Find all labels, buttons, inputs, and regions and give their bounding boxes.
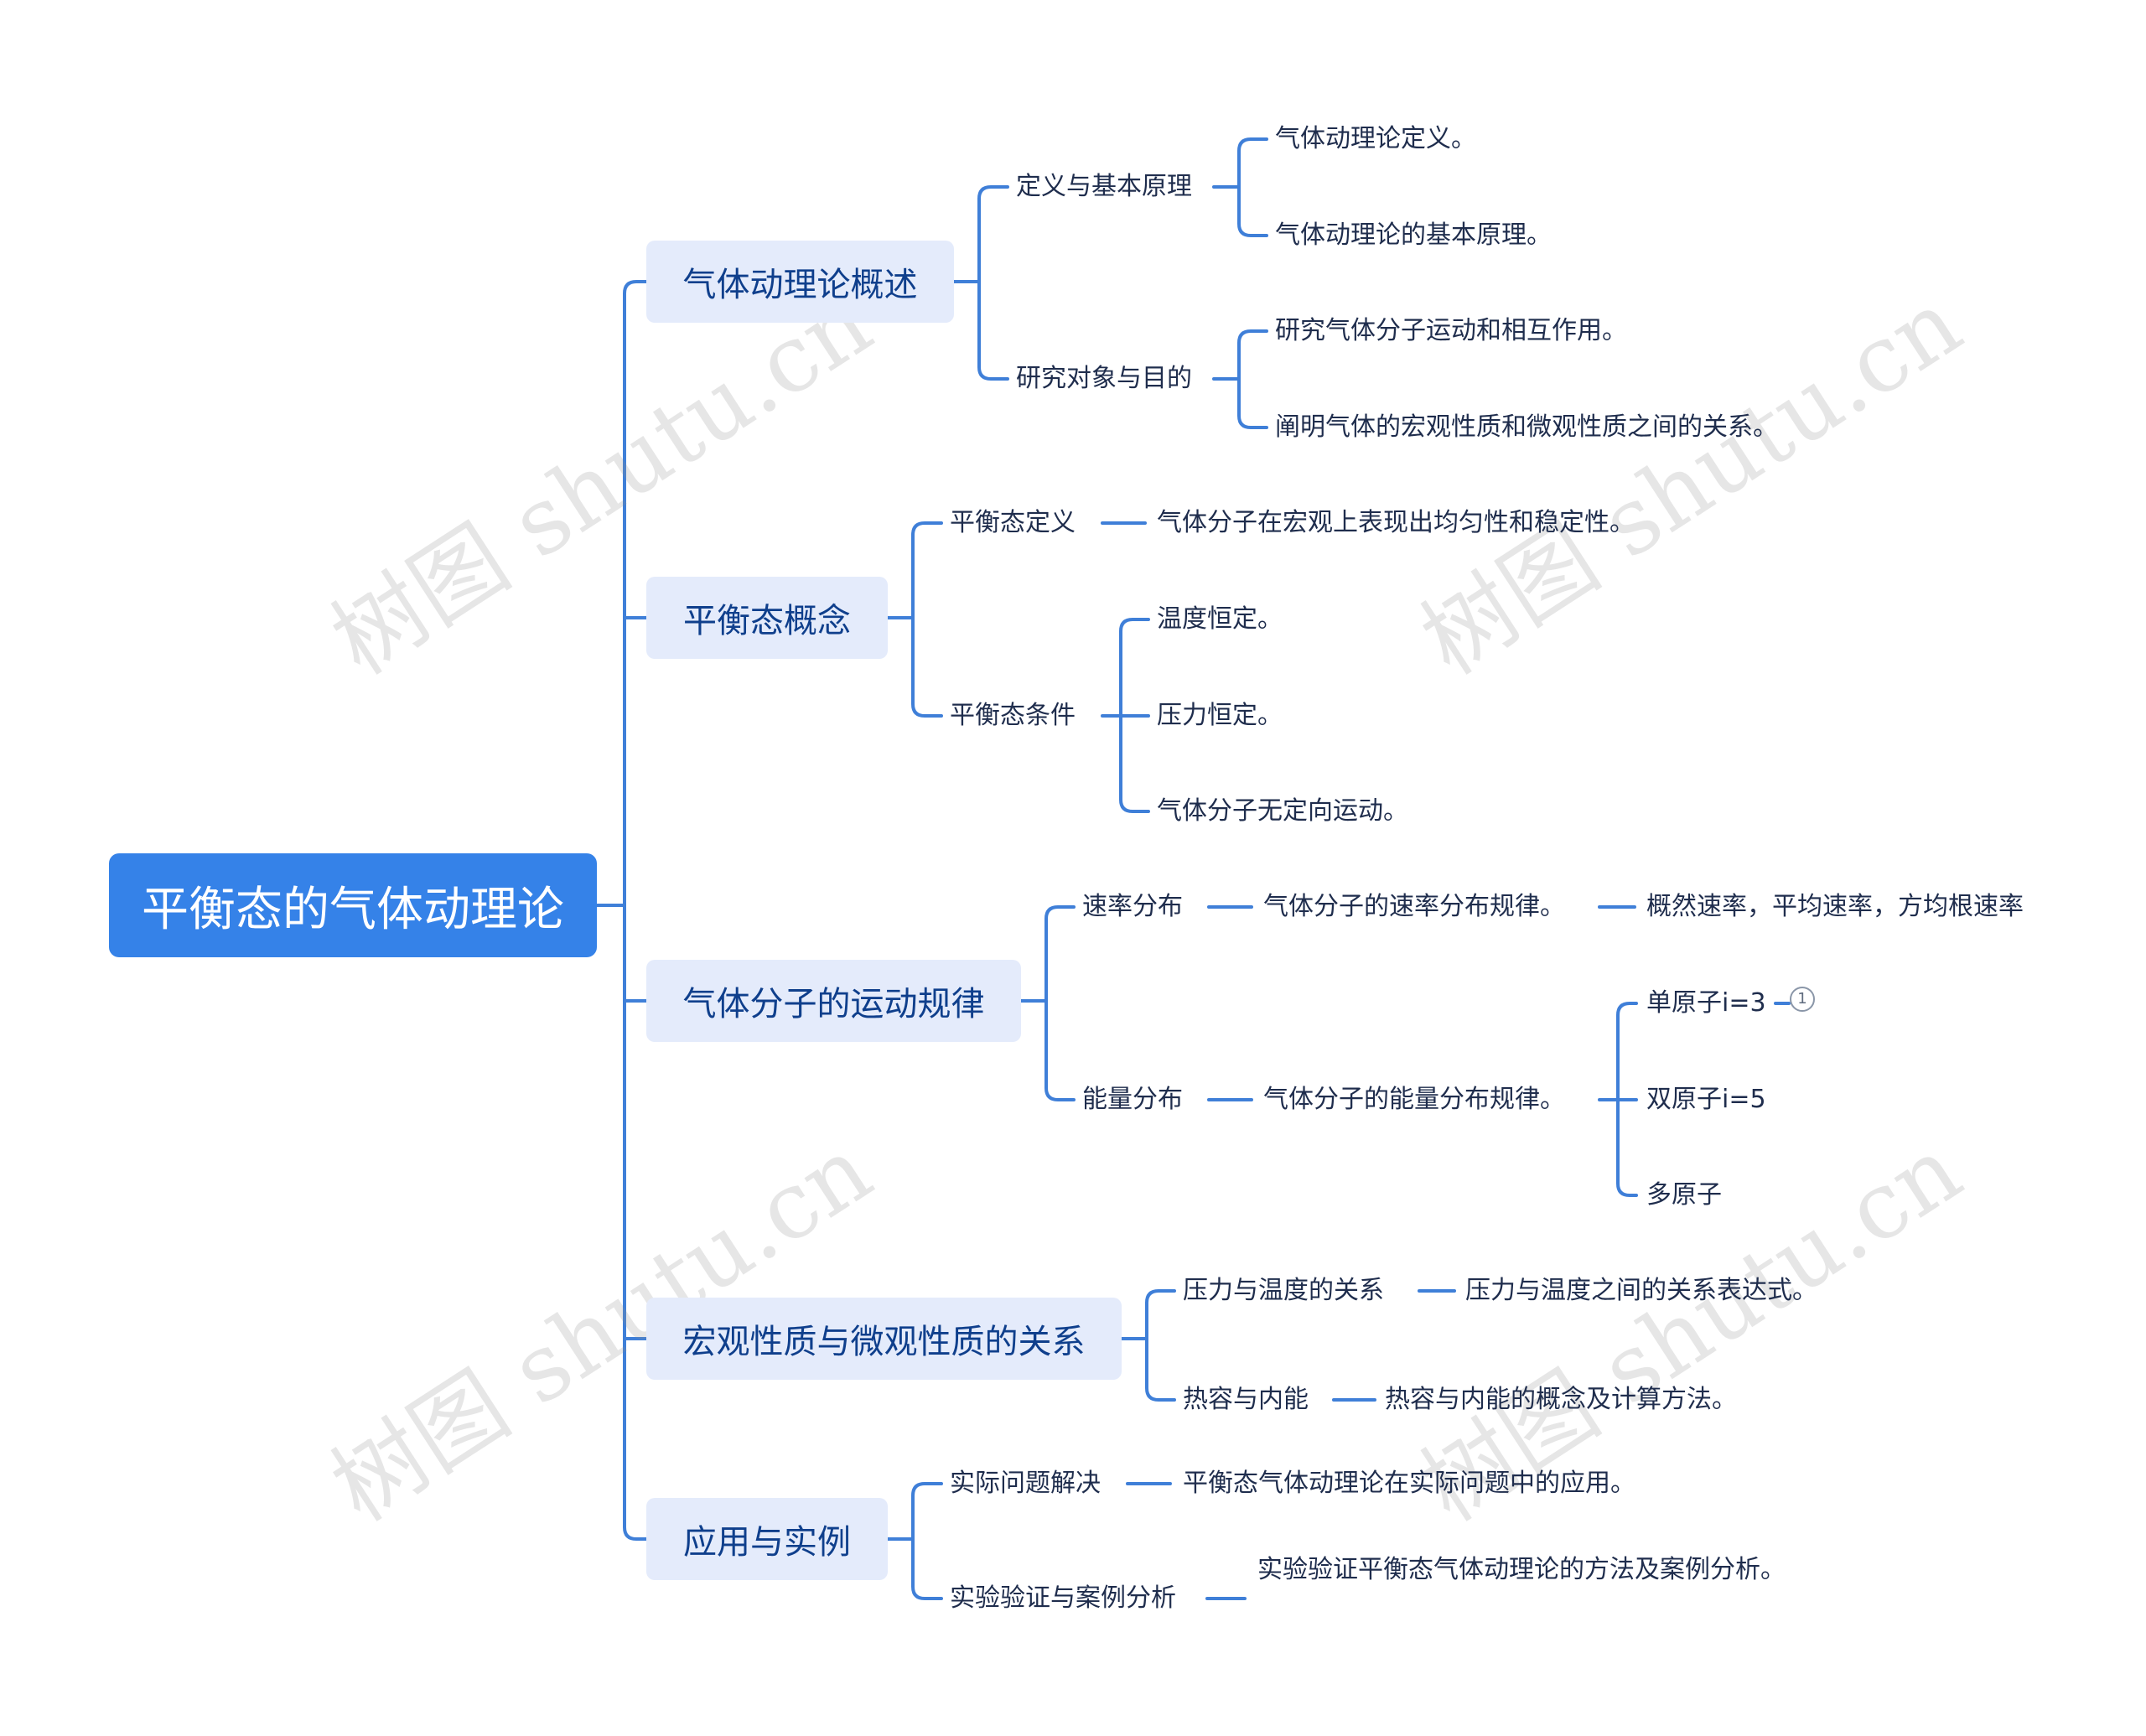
leaf-constant-pressure[interactable]: 压力恒定。 [1157, 701, 1283, 730]
connector-line [623, 280, 648, 1541]
leaf-research-motion[interactable]: 研究气体分子运动和相互作用。 [1275, 316, 1627, 345]
branch-equilibrium[interactable]: 平衡态概念 [646, 577, 888, 659]
topic-equilibrium-conditions[interactable]: 平衡态条件 [950, 701, 1076, 730]
leaf-speed-law[interactable]: 气体分子的速率分布规律。 [1263, 892, 1565, 921]
leaf-experiment-method[interactable]: 实验验证平衡态气体动理论的方法及案例分析。 [1257, 1555, 1786, 1584]
topic-energy-distribution[interactable]: 能量分布 [1082, 1085, 1183, 1114]
leaf-random-motion[interactable]: 气体分子无定向运动。 [1157, 796, 1408, 826]
leaf-monatomic[interactable]: 单原子i=3 [1646, 988, 1766, 1018]
leaf-practical-application[interactable]: 平衡态气体动理论在实际问题中的应用。 [1183, 1469, 1635, 1498]
leaf-polyatomic[interactable]: 多原子 [1646, 1180, 1722, 1210]
leaf-speed-types[interactable]: 概然速率，平均速率，方均根速率 [1646, 892, 2024, 921]
topic-research-object[interactable]: 研究对象与目的 [1016, 364, 1192, 393]
leaf-macro-micro-relation[interactable]: 阐明气体的宏观性质和微观性质之间的关系。 [1275, 412, 1778, 442]
connector-line [977, 185, 1009, 381]
topic-experiment-cases[interactable]: 实验验证与案例分析 [950, 1583, 1176, 1613]
branch-overview[interactable]: 气体动理论概述 [646, 241, 954, 323]
leaf-energy-law[interactable]: 气体分子的能量分布规律。 [1263, 1085, 1565, 1114]
leaf-diatomic[interactable]: 双原子i=5 [1646, 1085, 1766, 1114]
topic-definition-principles[interactable]: 定义与基本原理 [1016, 172, 1192, 201]
topic-heat-capacity[interactable]: 热容与内能 [1183, 1385, 1309, 1414]
leaf-kinetic-definition[interactable]: 气体动理论定义。 [1275, 124, 1476, 153]
connector-line [1237, 137, 1268, 237]
leaf-basic-principles[interactable]: 气体动理论的基本原理。 [1275, 220, 1552, 250]
connector-line [911, 521, 943, 718]
topic-speed-distribution[interactable]: 速率分布 [1082, 892, 1183, 921]
connector-line [911, 1482, 943, 1600]
branch-macro-micro[interactable]: 宏观性质与微观性质的关系 [646, 1298, 1122, 1380]
leaf-pressure-temp-expression[interactable]: 压力与温度之间的关系表达式。 [1465, 1276, 1817, 1305]
topic-equilibrium-definition[interactable]: 平衡态定义 [950, 508, 1076, 537]
branch-molecular-motion[interactable]: 气体分子的运动规律 [646, 960, 1021, 1042]
topic-practical-problems[interactable]: 实际问题解决 [950, 1469, 1101, 1498]
leaf-uniform-stable[interactable]: 气体分子在宏观上表现出均匀性和稳定性。 [1157, 508, 1635, 537]
note-count-badge[interactable]: 1 [1790, 987, 1815, 1012]
leaf-heat-capacity-method[interactable]: 热容与内能的概念及计算方法。 [1385, 1385, 1737, 1414]
leaf-constant-temperature[interactable]: 温度恒定。 [1157, 604, 1283, 634]
branch-applications[interactable]: 应用与实例 [646, 1498, 888, 1580]
connector-line [1237, 329, 1268, 429]
topic-pressure-temperature[interactable]: 压力与温度的关系 [1183, 1276, 1384, 1305]
root-topic[interactable]: 平衡态的气体动理论 [109, 853, 597, 957]
connector-line [1044, 905, 1076, 1101]
connector-line [1145, 1289, 1176, 1402]
